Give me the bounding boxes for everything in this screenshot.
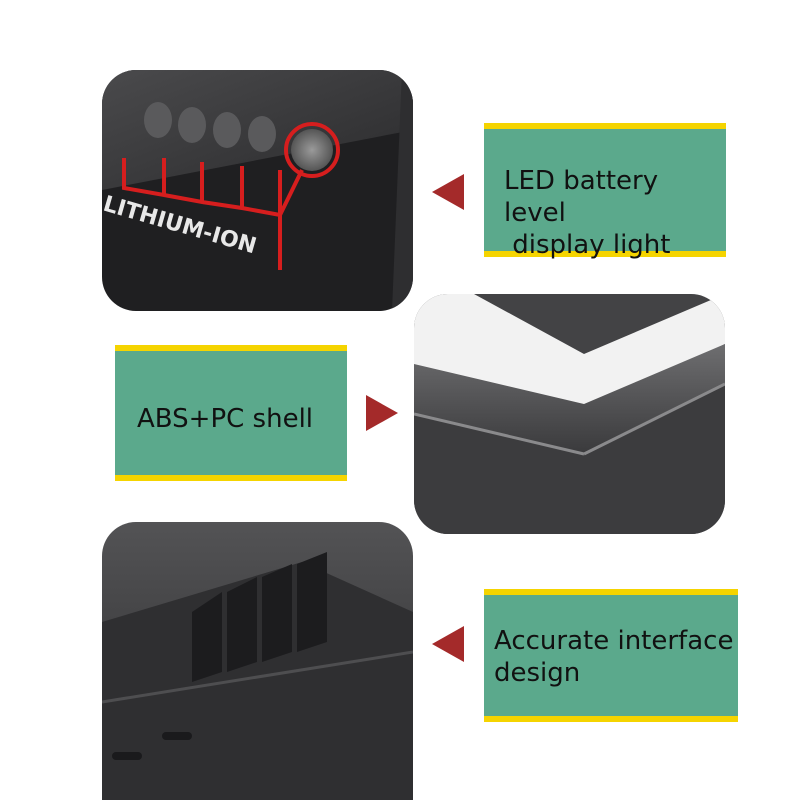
connector-slot <box>227 577 257 672</box>
pointer-arrow-1 <box>432 174 464 210</box>
pointer-arrow-2 <box>366 395 398 431</box>
test-button <box>291 129 333 171</box>
led-indicator-photo: LITHIUM-ION <box>102 70 413 311</box>
test-button-ring <box>284 122 340 178</box>
feature-title-line2: display light <box>504 230 671 260</box>
feature-label-shell: ABS+PC shell <box>115 345 347 481</box>
connector-slot <box>262 564 292 662</box>
feature-label-interface: Accurate interface design <box>484 589 738 722</box>
shell-edge-image <box>414 294 725 534</box>
led-dot <box>213 112 241 148</box>
connector-photo <box>102 522 413 800</box>
feature-title-line2: design <box>494 658 581 688</box>
feature-title-line1: Accurate interface <box>494 626 734 656</box>
led-dot <box>248 116 276 152</box>
led-dot <box>144 102 172 138</box>
level-indicator-lines <box>122 158 304 270</box>
connector-slot <box>297 552 327 652</box>
feature-title-line1: ABS+PC shell <box>137 404 314 434</box>
connector-image <box>102 522 413 800</box>
feature-title-line1: LED battery level <box>504 166 659 228</box>
connector-slot <box>192 592 222 682</box>
feature-label-led: LED battery level display light <box>484 123 726 260</box>
shell-edge-photo <box>414 294 725 534</box>
led-indicator-image: LITHIUM-ION <box>102 70 413 311</box>
led-dot <box>178 107 206 143</box>
pointer-arrow-3 <box>432 626 464 662</box>
